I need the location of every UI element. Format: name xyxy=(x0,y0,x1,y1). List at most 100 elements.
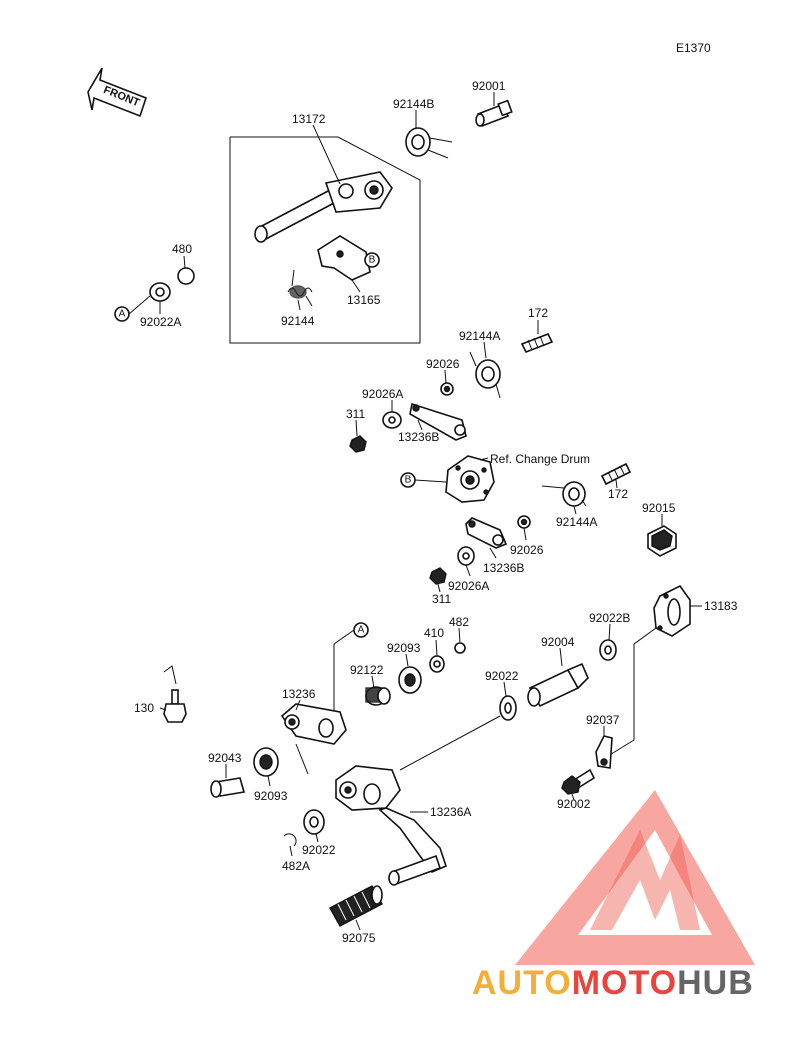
shift-shaft xyxy=(254,171,393,243)
label-172-mid: 172 xyxy=(608,487,628,501)
ref-ring-b-mid: B xyxy=(400,472,416,488)
leader-ref-note xyxy=(479,457,489,461)
leader-130 xyxy=(159,707,167,711)
leader-92144 xyxy=(297,299,301,311)
label-482: 482 xyxy=(449,615,469,629)
leader-130-tip xyxy=(163,665,177,685)
svg-text:B: B xyxy=(405,475,412,486)
label-92026-mid: 92026 xyxy=(510,543,544,557)
ref-ring-a-mid: A xyxy=(353,622,369,638)
pin-172-top xyxy=(520,332,554,354)
washer-92022-bottom xyxy=(303,809,325,835)
plate-13165 xyxy=(317,235,371,281)
leader-92026A-mid xyxy=(465,564,471,577)
bolt-130 xyxy=(163,689,187,723)
label-92144A-top: 92144A xyxy=(459,329,500,343)
label-92002: 92002 xyxy=(557,797,591,811)
leader-13236B-mid xyxy=(489,547,497,559)
label-92037: 92037 xyxy=(586,713,620,727)
pin-172-mid xyxy=(600,462,632,486)
shift-pedal-13236A xyxy=(335,765,447,886)
leader-92144A-mid xyxy=(573,505,577,515)
leader-92122 xyxy=(371,675,375,689)
leader-482 xyxy=(458,627,461,643)
label-92022-bottom: 92022 xyxy=(302,843,336,857)
leader-92026-top xyxy=(444,369,447,384)
label-13236A: 13236A xyxy=(430,805,471,819)
leader-92026-mid xyxy=(523,527,527,541)
label-92015: 92015 xyxy=(642,501,676,515)
arm-13236B-mid xyxy=(465,517,508,549)
shaft-92004 xyxy=(527,662,589,708)
circlip-480 xyxy=(177,267,195,285)
leader-92144A-top xyxy=(483,341,487,359)
label-92144B: 92144B xyxy=(393,97,434,111)
leader-13183-link xyxy=(607,627,657,757)
clip-482 xyxy=(454,642,466,654)
label-92022-mid: 92022 xyxy=(485,669,519,683)
label-410: 410 xyxy=(424,626,444,640)
nut-92015 xyxy=(647,525,677,557)
washer-92022B xyxy=(599,639,617,661)
leader-13236B-top xyxy=(417,419,423,431)
washer-92022A xyxy=(149,282,171,302)
spring-92144B xyxy=(405,127,453,159)
washer-92026-mid xyxy=(517,515,531,529)
spring-92144 xyxy=(287,269,313,307)
nut-311-mid xyxy=(429,567,447,585)
spring-92144A-top xyxy=(469,351,501,399)
label-92026-top: 92026 xyxy=(426,357,460,371)
leader-92022-link xyxy=(399,715,501,771)
watermark-logo: AUTOMOTOHUB xyxy=(472,790,755,1002)
nut-311-top xyxy=(349,435,367,453)
label-92144: 92144 xyxy=(281,314,315,328)
leader-92022B xyxy=(608,623,611,641)
svg-text:B: B xyxy=(369,255,376,266)
leader-92004 xyxy=(559,647,563,667)
plate-13183 xyxy=(653,584,691,637)
ref-change-drum-note: Ref. Change Drum xyxy=(490,452,590,466)
front-arrow: FRONT xyxy=(87,67,147,118)
leader-13165 xyxy=(351,279,361,293)
label-92043: 92043 xyxy=(208,751,242,765)
leader-311-mid xyxy=(437,583,441,593)
label-13172: 13172 xyxy=(292,112,326,126)
pedal-rubber-92075 xyxy=(329,885,383,927)
label-92075: 92075 xyxy=(342,931,376,945)
label-92144A-mid: 92144A xyxy=(556,515,597,529)
label-311-top: 311 xyxy=(346,407,365,421)
leader-480 xyxy=(183,255,186,269)
label-92004: 92004 xyxy=(541,635,575,649)
washer-92022-mid xyxy=(499,695,517,721)
label-92026A-mid: 92026A xyxy=(448,579,489,593)
group-box xyxy=(229,136,421,344)
diagram-code: E1370 xyxy=(676,41,711,55)
clip-482A xyxy=(283,833,297,847)
leader-482A xyxy=(289,845,293,857)
label-92022A: 92022A xyxy=(140,315,181,329)
washer-92026A-mid xyxy=(457,546,475,566)
seal-92093-bottom xyxy=(253,747,279,777)
watermark-text: AUTOMOTOHUB xyxy=(472,964,754,1002)
leader-ring-a-top xyxy=(128,295,151,315)
label-92026A-top: 92026A xyxy=(362,387,403,401)
leader-ring-a-mid xyxy=(333,629,355,720)
label-311-mid: 311 xyxy=(432,592,451,606)
label-13236: 13236 xyxy=(282,687,316,701)
pin-92043 xyxy=(210,777,246,798)
label-13236B-top: 13236B xyxy=(398,430,439,444)
leader-410 xyxy=(435,639,438,657)
bracket-92037 xyxy=(595,735,613,769)
bolt-92001 xyxy=(475,99,513,128)
watermark-m-icon xyxy=(590,830,700,930)
svg-text:A: A xyxy=(358,625,365,636)
label-92093-bottom: 92093 xyxy=(254,789,288,803)
label-480: 480 xyxy=(172,242,192,256)
label-172-top: 172 xyxy=(528,306,548,320)
label-92093-top: 92093 xyxy=(387,641,421,655)
leader-92093-top xyxy=(405,653,409,667)
label-92022B: 92022B xyxy=(589,611,630,625)
leader-311-top xyxy=(355,419,358,437)
